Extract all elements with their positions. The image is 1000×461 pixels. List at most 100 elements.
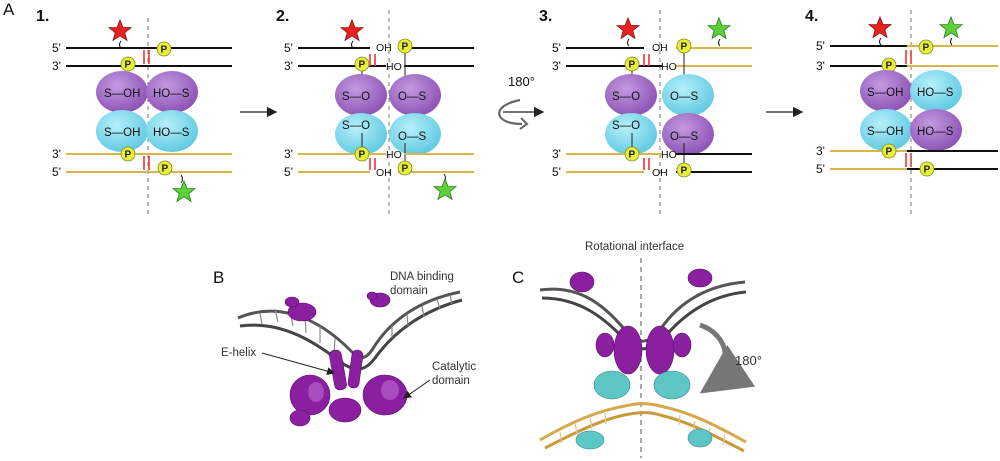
phosphate-icon — [397, 160, 413, 176]
purple-subunit — [605, 74, 657, 116]
svg-text:O—S: O—S — [398, 131, 426, 143]
step-3: 3. 5' 3' OH HO P P S—O O—S S—O O—S 3' 5' — [539, 8, 752, 215]
svg-text:P: P — [162, 164, 169, 175]
svg-text:OH: OH — [376, 167, 392, 179]
step-3-label: 3. — [539, 8, 552, 25]
svg-text:P: P — [886, 61, 893, 72]
svg-text:P: P — [402, 164, 409, 175]
red-star-icon — [868, 16, 892, 38]
phosphate-icon — [919, 161, 935, 177]
dna-duplex — [237, 290, 461, 359]
svg-text:P: P — [681, 42, 688, 53]
red-star-icon — [108, 19, 132, 41]
svg-text:5': 5' — [816, 162, 825, 176]
purple-subunit — [96, 71, 148, 113]
purple-subunit — [662, 113, 714, 155]
purple-subunit — [146, 71, 198, 113]
svg-text:3': 3' — [816, 59, 825, 73]
svg-text:3': 3' — [284, 59, 293, 73]
svg-text:HO: HO — [386, 61, 402, 73]
panel-letter-b: B — [213, 268, 224, 287]
cyan-subunit — [389, 113, 441, 155]
svg-text:P: P — [161, 45, 168, 56]
rotational-interface-label: Rotational interface — [585, 241, 684, 253]
purple-subunit — [389, 74, 441, 116]
svg-text:S—O: S—O — [612, 91, 640, 103]
catalytic-domain-label-2: domain — [432, 375, 470, 387]
svg-text:OH: OH — [376, 42, 392, 54]
svg-text:P: P — [629, 60, 636, 71]
green-star-icon — [939, 16, 963, 38]
phosphate-icon — [354, 146, 370, 162]
panel-letter-c: C — [512, 268, 524, 287]
svg-text:O—S: O—S — [398, 91, 426, 103]
svg-text:HO—S: HO—S — [917, 126, 954, 138]
svg-text:P: P — [359, 150, 366, 161]
svg-text:P: P — [125, 150, 132, 161]
red-star-icon — [616, 17, 640, 39]
svg-text:P: P — [923, 43, 930, 54]
svg-text:S—OH: S—OH — [867, 87, 903, 99]
svg-text:180°: 180° — [508, 74, 535, 89]
step-4: 4. 5' 3' P P S—OH HO—S S—OH HO—S 3' 5' — [805, 8, 998, 215]
phosphate-icon — [676, 162, 692, 178]
svg-text:5': 5' — [284, 41, 293, 55]
step-1-label: 1. — [36, 8, 49, 25]
cyan-subunit — [605, 113, 657, 155]
svg-text:3': 3' — [552, 147, 561, 161]
rotation-arrow-c — [699, 322, 756, 394]
svg-text:3': 3' — [816, 144, 825, 158]
phosphate-icon — [157, 160, 173, 176]
svg-text:HO—S: HO—S — [917, 87, 954, 99]
step-2-label: 2. — [276, 8, 289, 25]
svg-text:S—OH: S—OH — [867, 126, 903, 138]
rotation-c-label: 180° — [735, 353, 762, 368]
green-star-icon — [707, 17, 731, 39]
svg-text:HO: HO — [386, 149, 402, 161]
svg-text:S—O: S—O — [612, 120, 640, 132]
dna-duplex-lower — [539, 402, 747, 444]
panel-b-structure: B DNA binding — [213, 268, 476, 427]
svg-text:HO: HO — [661, 149, 677, 161]
catalytic-domain-label-1: Catalytic — [432, 361, 476, 373]
svg-text:HO—S: HO—S — [153, 88, 190, 100]
svg-text:3': 3' — [284, 147, 293, 161]
cyan-subunit — [860, 109, 912, 151]
svg-text:P: P — [125, 60, 132, 71]
svg-text:S—OH: S—OH — [104, 127, 140, 139]
phosphate-icon — [624, 146, 640, 162]
phosphate-icon — [156, 41, 172, 57]
svg-text:O—S: O—S — [670, 131, 698, 143]
step-1: 1. 5' 3' P P S—OH HO—S S—OH HO—S 3' 5' P — [36, 8, 232, 215]
s1-five-bot: 5' — [52, 165, 61, 179]
cyan-subunit — [335, 113, 387, 155]
step-2: 2. 5' 3' OH HO P P S—O O—S S—O O—S 3' 5' — [276, 8, 474, 215]
svg-text:O—S: O—S — [670, 91, 698, 103]
rotation-180-indicator: 180° — [498, 74, 545, 130]
svg-text:S—O: S—O — [342, 91, 370, 103]
svg-text:S—OH: S—OH — [104, 88, 140, 100]
panel-letter-a: A — [3, 0, 15, 19]
cyan-subunit — [910, 70, 962, 112]
cyan-subunit — [662, 74, 714, 116]
svg-text:HO—S: HO—S — [153, 127, 190, 139]
svg-text:P: P — [886, 147, 893, 158]
svg-text:S—O: S—O — [342, 120, 370, 132]
svg-text:P: P — [359, 60, 366, 71]
svg-text:P: P — [924, 165, 931, 176]
svg-text:HO: HO — [661, 61, 677, 73]
phosphate-icon — [918, 39, 934, 55]
svg-text:OH: OH — [652, 167, 668, 179]
phosphate-icon — [881, 143, 897, 159]
cyan-subunit — [146, 110, 198, 152]
step-4-label: 4. — [805, 8, 818, 25]
purple-subunit — [860, 70, 912, 112]
red-star-icon — [340, 19, 364, 41]
s1-three-top: 3' — [52, 59, 61, 73]
svg-text:P: P — [629, 150, 636, 161]
svg-text:3': 3' — [552, 59, 561, 73]
dna-duplex-upper — [539, 280, 746, 343]
svg-text:OH: OH — [652, 42, 668, 54]
green-star-icon — [433, 178, 457, 200]
